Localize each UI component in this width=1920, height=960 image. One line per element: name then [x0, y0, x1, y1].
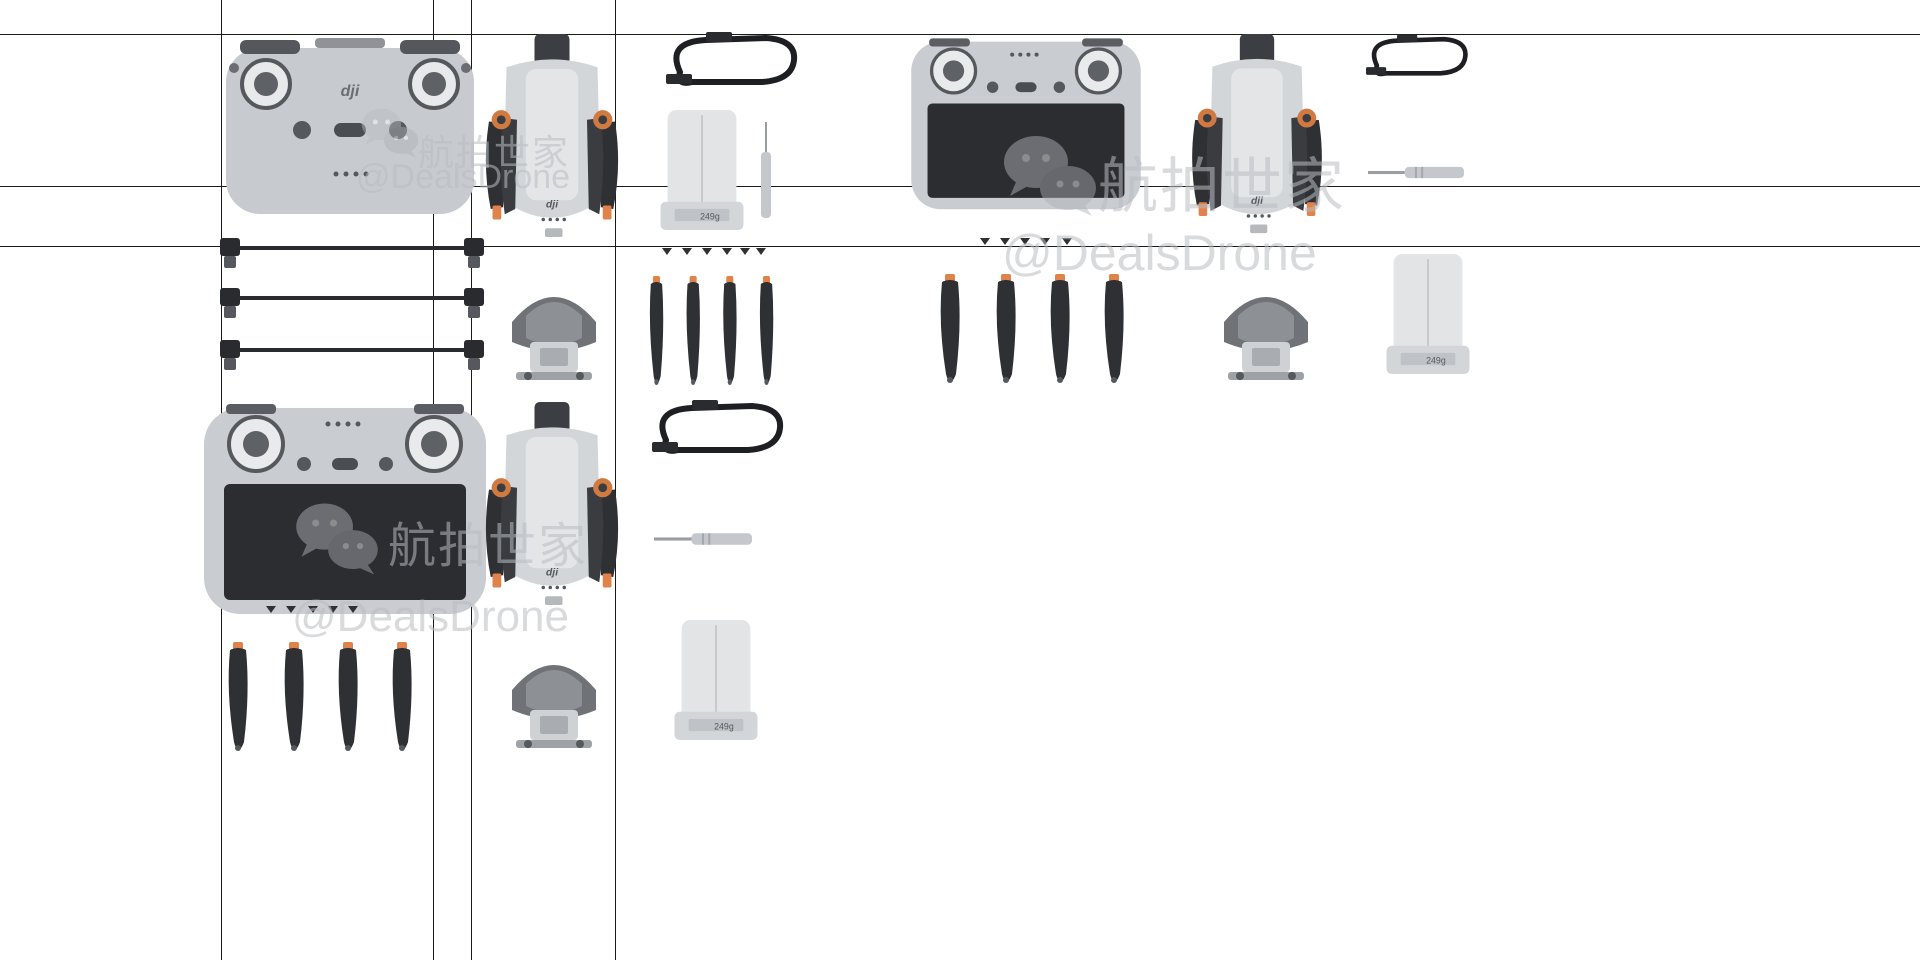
gridline: [615, 0, 616, 960]
rc-cable: [220, 238, 484, 268]
screw-set: [266, 606, 358, 613]
propeller-set: [940, 274, 1124, 383]
screwdriver: [761, 122, 771, 218]
battery-weight-label: 249g: [700, 211, 720, 221]
drone-folded: dji: [485, 34, 619, 237]
gridline: [0, 246, 1920, 247]
gimbal-protector: [512, 665, 596, 748]
drone-folded: dji: [485, 402, 619, 605]
dji-rc-screen-controller: [202, 402, 488, 614]
drone-brand-logo: dji: [546, 566, 559, 578]
propeller-set: [649, 276, 774, 385]
rc-n1-controller: dji: [224, 36, 476, 216]
propeller-set: [228, 642, 412, 751]
screwdriver: [654, 533, 752, 545]
screw-set: [980, 238, 1072, 245]
dji-rc-screen-controller: [909, 36, 1143, 211]
usb-c-cable: [1366, 32, 1470, 82]
rc-brand-logo: dji: [341, 83, 360, 100]
gimbal-protector: [512, 297, 596, 380]
battery-weight-label: 249g: [714, 721, 734, 731]
usb-c-cable: [666, 32, 800, 90]
screwdriver: [1368, 166, 1464, 179]
battery-weight-label: 249g: [1426, 355, 1446, 365]
drone-folded: dji: [1192, 34, 1322, 234]
screw-set: [662, 248, 766, 255]
gridline: [0, 34, 1920, 35]
rc-cable: [220, 288, 484, 318]
drone-brand-logo: dji: [1251, 196, 1264, 207]
rc-cable: [220, 340, 484, 370]
drone-brand-logo: dji: [546, 198, 559, 210]
gimbal-protector: [1224, 297, 1308, 380]
intelligent-flight-battery: 249g: [659, 110, 745, 230]
intelligent-flight-battery: 249g: [1385, 254, 1471, 374]
intelligent-flight-battery: 249g: [673, 620, 759, 740]
usb-c-cable: [652, 400, 786, 458]
